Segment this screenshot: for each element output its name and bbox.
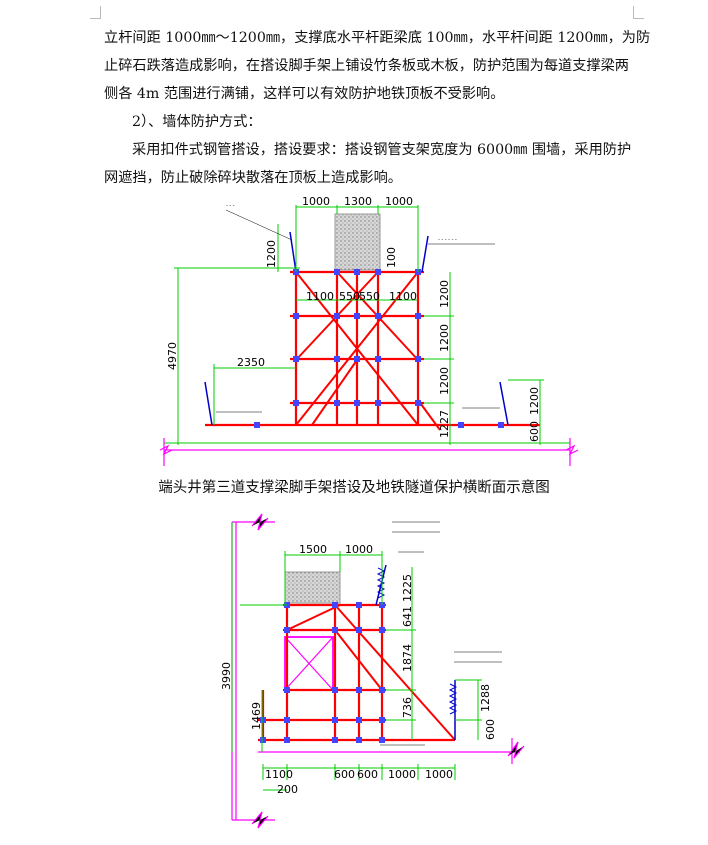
dim-label: 1000 bbox=[388, 768, 416, 781]
dim-label: 1874 bbox=[401, 644, 414, 672]
dim-label: 736 bbox=[401, 697, 414, 718]
dim-label: 1000 bbox=[345, 543, 373, 556]
leader-note: - - - - - - bbox=[438, 237, 457, 243]
text-line: 采用扣件式钢管搭设，搭设要求：搭设钢管支架宽度为 6000㎜ 围墙，采用防护 bbox=[132, 142, 632, 158]
dim-label: 1200 bbox=[438, 324, 451, 352]
dim-label: 200 bbox=[277, 783, 298, 796]
dim-label: 1100 bbox=[265, 768, 293, 781]
dim-label: 1200 bbox=[438, 367, 451, 395]
figure-2-scaffold: 1500 1000 1225 641 1874 736 600 1288 399… bbox=[220, 513, 525, 829]
dim-label: 3990 bbox=[220, 662, 233, 690]
text-line: 止碎石跌落造成影响，在搭设脚手架上铺设竹条板或木板，防护范围为每道支撑梁两 bbox=[104, 58, 629, 74]
figure-1-scaffold: 1000 1300 1000 1100 550 550 1100 2350 12… bbox=[159, 195, 579, 466]
dim-label: 600 bbox=[484, 719, 497, 740]
dim-label: 1100 bbox=[389, 290, 417, 303]
text-line: 立杆间距 1000㎜～1200㎜，支撑底水平杆距梁底 100㎜，水平杆间距 12… bbox=[104, 30, 651, 46]
crop-mark-right bbox=[633, 6, 644, 19]
dim-label: 1225 bbox=[401, 574, 414, 602]
dim-label: 1000 bbox=[302, 195, 330, 208]
text-paragraph-1: 立杆间距 1000㎜～1200㎜，支撑底水平杆距梁底 100㎜，水平杆间距 12… bbox=[104, 24, 664, 192]
text-line: 网遮挡，防止破除碎块散落在顶板上造成影响。 bbox=[104, 170, 402, 186]
dim-label: 4970 bbox=[166, 342, 179, 370]
dim-label: 100 bbox=[385, 247, 398, 268]
dim-label: 641 bbox=[401, 606, 414, 627]
dim-label: 2350 bbox=[237, 356, 265, 369]
crop-mark-left bbox=[90, 6, 101, 19]
dim-label: 1200 bbox=[265, 240, 278, 268]
concrete-beam bbox=[334, 213, 381, 271]
dim-label: 1100 bbox=[306, 290, 334, 303]
dim-label: 1500 bbox=[299, 543, 327, 556]
leader-note: - - - bbox=[226, 203, 235, 209]
dim-label: 1000 bbox=[425, 768, 453, 781]
dim-label: 1200 bbox=[528, 387, 541, 415]
section-heading: 2）、墙体防护方式： bbox=[132, 114, 262, 130]
concrete-beam bbox=[284, 571, 341, 604]
dim-label: 1000 bbox=[385, 195, 413, 208]
dim-label: 550 bbox=[339, 290, 360, 303]
dim-label: 1288 bbox=[479, 684, 492, 712]
dim-label: 550 bbox=[359, 290, 380, 303]
dim-label: 600 bbox=[357, 768, 378, 781]
spring-net bbox=[448, 683, 458, 715]
dim-label: 1200 bbox=[438, 280, 451, 308]
figure-caption: 端头井第三道支撑梁脚手架搭设及地铁隧道保护横断面示意图 bbox=[158, 480, 550, 496]
dim-label: 600 bbox=[528, 421, 541, 442]
dim-label: 1300 bbox=[344, 195, 372, 208]
spring-net bbox=[376, 567, 386, 599]
dim-label: 600 bbox=[334, 768, 355, 781]
text-line: 侧各 4m 范围进行满铺，这样可以有效防护地铁顶板不受影响。 bbox=[104, 86, 505, 102]
dim-label: 1469 bbox=[250, 702, 263, 730]
dim-label: 1227 bbox=[438, 410, 451, 438]
